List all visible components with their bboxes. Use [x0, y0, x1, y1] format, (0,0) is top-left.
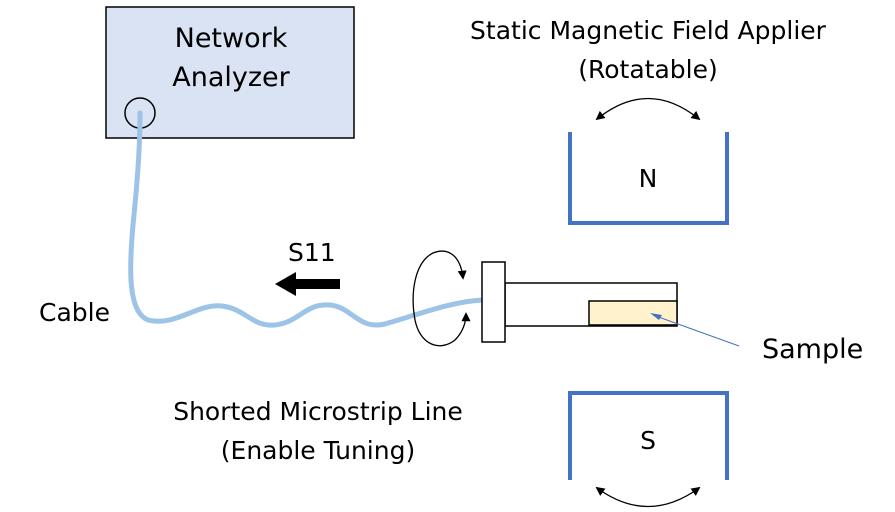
s11-label: S11	[288, 238, 336, 267]
network-analyzer-label-line2: Analyzer	[172, 62, 290, 93]
rotation-arrow-south	[595, 486, 701, 507]
microstrip-label-line2: (Enable Tuning)	[221, 436, 415, 465]
network-analyzer: Network Analyzer	[105, 6, 355, 139]
south-pole-label: S	[640, 426, 656, 455]
network-analyzer-label-line1: Network	[175, 23, 288, 54]
tuning-rotation-arrow	[412, 250, 471, 347]
sample	[588, 300, 678, 326]
microstrip-connector-flange	[481, 261, 506, 343]
magnet-applier-label-line2: (Rotatable)	[578, 55, 718, 84]
s11-arrow-shaft	[294, 279, 340, 289]
sample-leader-line	[652, 314, 740, 347]
north-magnet	[568, 132, 729, 225]
north-pole-label: N	[639, 164, 658, 193]
rotation-arrow-north	[595, 97, 701, 121]
magnet-applier-label-line1: Static Magnetic Field Applier	[470, 16, 827, 45]
sample-label: Sample	[762, 334, 863, 365]
network-analyzer-box	[105, 6, 355, 139]
south-magnet	[568, 391, 729, 480]
s11-arrow-head	[275, 272, 296, 296]
microstrip-label-line1: Shorted Microstrip Line	[173, 397, 463, 426]
sample-leader-arrowhead	[650, 313, 662, 320]
cable	[128, 110, 485, 328]
cable-label: Cable	[39, 298, 110, 327]
